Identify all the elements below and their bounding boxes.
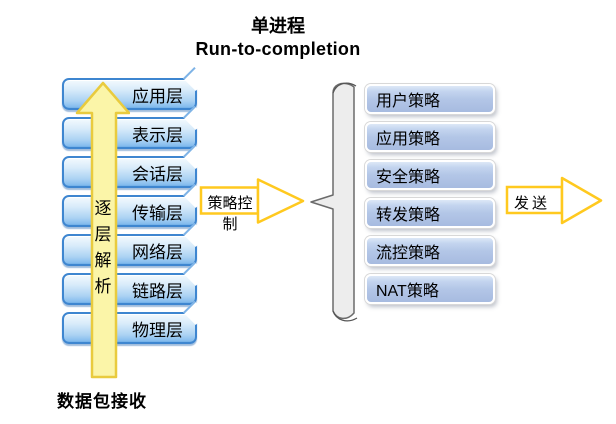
policy-box: 用户策略 [365, 84, 495, 114]
send-arrow-icon [505, 176, 603, 225]
title-line-en: Run-to-completion [195, 39, 361, 59]
upward-parse-arrow-icon [75, 81, 130, 379]
osi-layer-box: 链路层 [62, 273, 197, 305]
osi-layer-box: 会话层 [62, 156, 197, 188]
parse-label-char: 逐 [94, 199, 112, 218]
grouping-bracket-icon [310, 82, 358, 322]
send-label: 发送 [513, 195, 550, 212]
policy-box: 流控策略 [365, 236, 495, 266]
parse-label-char: 解 [94, 251, 112, 270]
osi-layer-box: 传输层 [62, 195, 197, 227]
osi-layer-box: 网络层 [62, 234, 197, 266]
page-title: 单进程 Run-to-completion [118, 15, 438, 61]
policy-stack: 用户策略应用策略安全策略转发策略流控策略 NAT策略 [365, 84, 495, 312]
policy-box: NAT策略 [365, 274, 495, 304]
parse-label-char: 析 [94, 277, 112, 296]
policy-control-arrow-icon [199, 178, 305, 224]
packet-receive-label: 数据包接收 [57, 392, 147, 411]
osi-layer-box: 物理层 [62, 312, 197, 344]
osi-layer-stack: 应用层表示层会话层传输层网络层链路层物理层 [62, 78, 197, 351]
policy-box: 应用策略 [365, 122, 495, 152]
parse-direction-label: 逐层解析 [93, 196, 113, 300]
osi-layer-box: 表示层 [62, 117, 197, 149]
parse-label-char: 层 [94, 225, 112, 244]
policy-box: 安全策略 [365, 160, 495, 190]
policy-control-label: 策略控制 [207, 195, 253, 233]
title-line-cn: 单进程 [251, 16, 305, 36]
policy-box: 转发策略 [365, 198, 495, 228]
